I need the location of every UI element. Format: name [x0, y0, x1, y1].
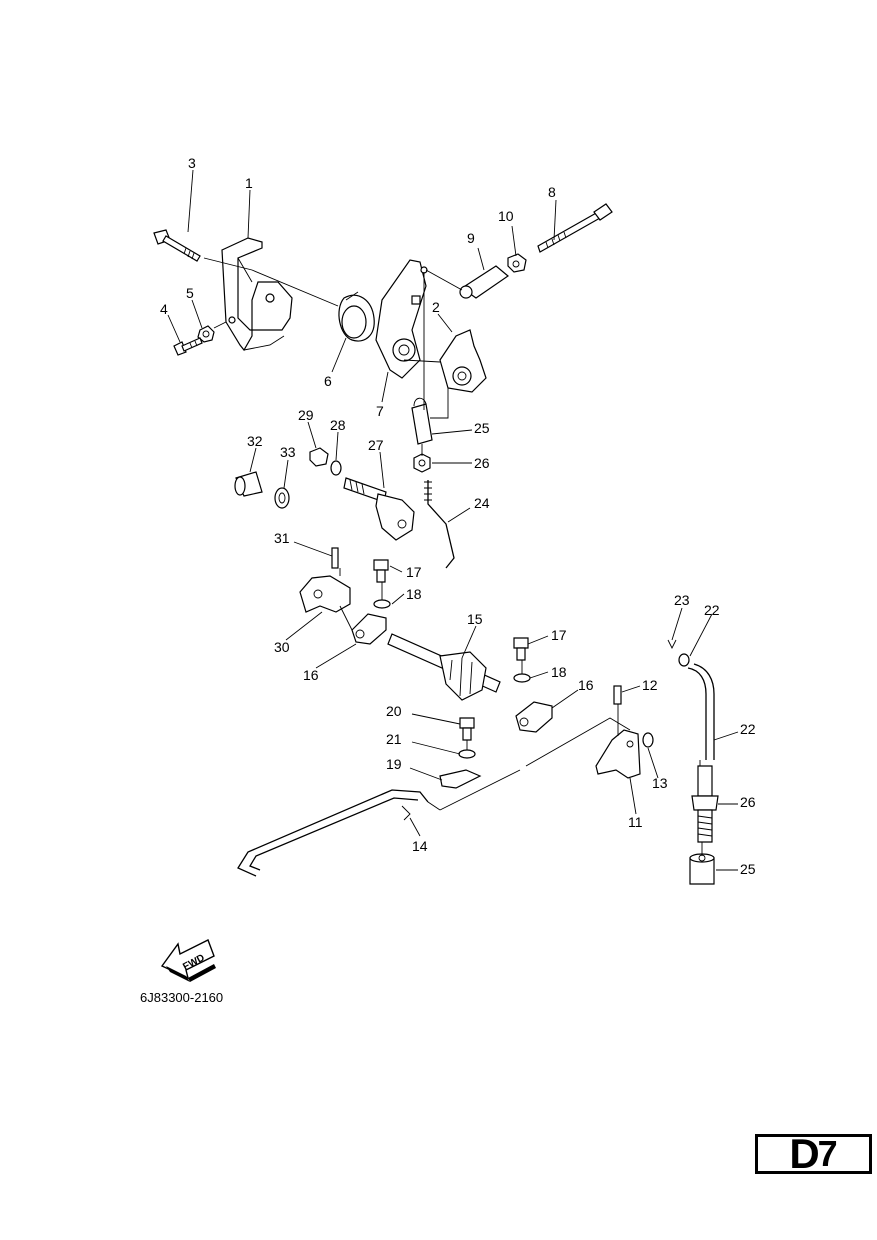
callout-4: 4 [160, 301, 168, 317]
callout-33: 30 [274, 639, 290, 655]
part-26-joint [691, 765, 719, 843]
part-23-washer [678, 653, 690, 667]
callout-24: 23 [674, 592, 690, 608]
callout-3: 3 [188, 155, 196, 171]
page-badge-number: 7 [817, 1133, 838, 1174]
callout-2: 2 [432, 299, 440, 315]
part-12-pin [613, 685, 622, 705]
callout-27: 24 [474, 495, 490, 511]
part-20-bolt [459, 717, 475, 741]
part-18-washer-b [513, 673, 531, 683]
part-10-nut [507, 253, 527, 273]
callout-19: 19 [386, 756, 402, 772]
part-25-nut [689, 853, 715, 885]
callout-20: 20 [386, 703, 402, 719]
callout-1: 1 [245, 175, 253, 191]
callout-25: 25 [740, 861, 756, 877]
page-badge: D 7 [755, 1130, 872, 1177]
callout-34: 31 [274, 530, 290, 546]
part-27-rod [424, 480, 455, 569]
callout-6: 6 [324, 373, 332, 389]
callout-15: 15 [467, 611, 483, 627]
part-24-clip [667, 639, 677, 650]
callout-5: 5 [186, 285, 194, 301]
callout-32: 29 [298, 407, 314, 423]
part-36-washer [274, 487, 290, 509]
part-29-nut [413, 453, 431, 473]
diagram-code: 6J83300-2160 [140, 990, 224, 1005]
callout-31: 28 [330, 417, 346, 433]
callout-23: 22 [704, 602, 720, 618]
callout-8: 8 [548, 184, 556, 200]
callout-26: 26 [740, 794, 756, 810]
callout-18b: 18 [551, 664, 567, 680]
part-2-cam [439, 329, 487, 393]
part-1-bracket [221, 237, 293, 352]
callout-35: 32 [247, 433, 263, 449]
page-badge-letter: D [789, 1130, 819, 1177]
callout-7: 7 [376, 403, 384, 419]
part-14-rod [237, 789, 429, 877]
part-17-bolt-a [373, 559, 389, 583]
part-21-washer [458, 749, 476, 759]
part-3-bolt [153, 229, 201, 262]
part-31-washer [330, 460, 342, 476]
callout-30: 27 [368, 437, 384, 453]
callout-14: 14 [412, 838, 428, 854]
part-8-rod [537, 203, 613, 253]
part-9-joint [459, 265, 509, 299]
part-13-washer [642, 732, 654, 748]
callout-18a: 18 [406, 586, 422, 602]
part-28-joint [411, 397, 433, 445]
callout-21: 21 [386, 731, 402, 747]
callout-22: 22 [740, 721, 756, 737]
part-30-shaft [343, 477, 415, 541]
callout-16a: 16 [303, 667, 319, 683]
part-4-bolt [173, 337, 203, 356]
part-16-clamp-a [351, 613, 387, 645]
part-6-bushing [338, 291, 375, 342]
assembly-lines [203, 257, 703, 856]
part-16-clamp-b [515, 701, 553, 733]
part-17-bolt-b [513, 637, 529, 661]
callout-12: 12 [642, 677, 658, 693]
callout-11: 11 [628, 814, 643, 830]
fwd-arrow-icon: FWD [160, 939, 216, 982]
callout-28: 25 [474, 420, 490, 436]
part-35-cap [234, 471, 263, 497]
part-32-nut [309, 447, 329, 467]
part-34-pin [331, 547, 339, 569]
part-15-shaft [387, 633, 501, 701]
part-33-bracket [299, 575, 351, 613]
part-5-nut [197, 325, 215, 343]
part-22-rod [687, 663, 715, 760]
part-11-arm [595, 729, 641, 779]
leader-lines [167, 169, 739, 871]
part-18-washer-a [373, 599, 391, 609]
callout-labels: 3 1 5 4 6 7 2 9 10 8 25 26 24 27 28 29 3… [160, 155, 756, 877]
callout-17a: 17 [406, 564, 422, 580]
callout-10: 10 [498, 208, 514, 224]
callout-13: 13 [652, 775, 668, 791]
part-19-plate [439, 769, 482, 789]
callout-36: 33 [280, 444, 296, 460]
callout-16b: 16 [578, 677, 594, 693]
part-7-lever [375, 259, 428, 379]
callout-29: 26 [474, 455, 490, 471]
callout-17b: 17 [551, 627, 567, 643]
callout-9: 9 [467, 230, 475, 246]
